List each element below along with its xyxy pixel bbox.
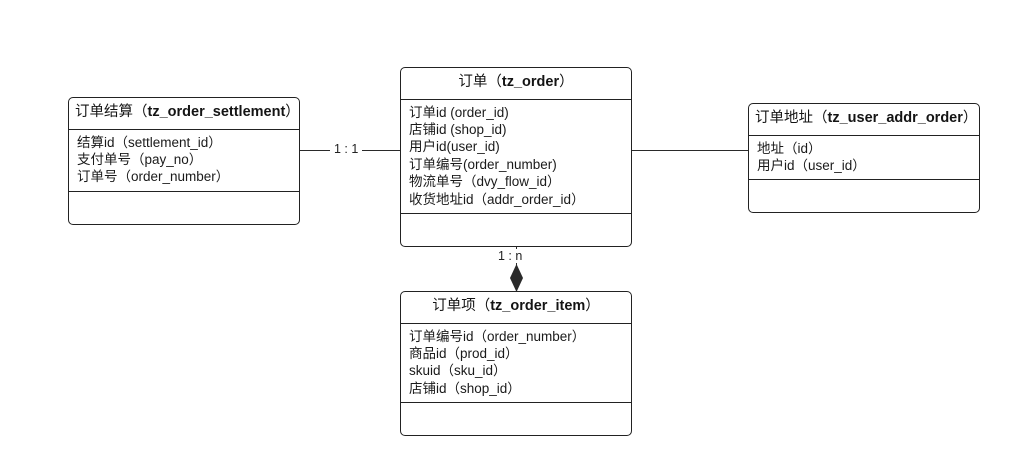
attribute-row: 订单编号id（order_number） bbox=[409, 328, 586, 344]
attribute-row: 店铺id (shop_id) bbox=[409, 121, 507, 137]
entity-title-cn: 订单地址 bbox=[755, 110, 813, 126]
attribute-row: 店铺id（shop_id） bbox=[409, 380, 521, 396]
entity-title-cn: 订单 bbox=[458, 74, 488, 90]
entity-title-table: tz_user_addr_order bbox=[827, 110, 963, 126]
entity-title-paren-close: ） bbox=[962, 110, 978, 126]
entity-title-paren-close: ） bbox=[559, 74, 574, 90]
attribute-row: 订单id (order_id) bbox=[409, 104, 509, 120]
entity-tz-user-addr-order[interactable]: 订单地址（tz_user_addr_order） 地址（id） 用户id（use… bbox=[748, 103, 980, 214]
entity-title-paren-open: （ bbox=[475, 298, 491, 314]
entity-title-paren-open: （ bbox=[813, 110, 828, 126]
entity-title-paren-open: （ bbox=[133, 104, 148, 120]
attribute-row: 结算id（settlement_id） bbox=[77, 134, 222, 150]
entity-title-cn: 订单项 bbox=[432, 298, 476, 314]
entity-tz-order-item[interactable]: 订单项（tz_order_item） 订单编号id（order_number） … bbox=[400, 291, 632, 437]
attribute-row: 地址（id） bbox=[757, 140, 822, 156]
entity-attributes-tz-order: 订单id (order_id) 店铺id (shop_id) 用户id(user… bbox=[401, 100, 631, 214]
entity-title-tz-order: 订单（tz_order） bbox=[401, 68, 631, 100]
entity-footer-tz-order bbox=[401, 214, 631, 246]
entity-title-paren-close: ） bbox=[285, 104, 300, 120]
entity-footer-tz-order-item bbox=[401, 403, 631, 435]
entity-title-cn: 订单结算 bbox=[75, 104, 133, 120]
attribute-row: 用户id（user_id） bbox=[757, 157, 866, 173]
attribute-row: 订单号（order_number） bbox=[77, 169, 230, 185]
attribute-row: 商品id（prod_id） bbox=[409, 345, 519, 361]
entity-title-tz-user-addr-order: 订单地址（tz_user_addr_order） bbox=[749, 104, 979, 136]
entity-title-paren-open: （ bbox=[487, 74, 502, 90]
cardinality-label-order-item: 1 : n bbox=[494, 249, 527, 263]
entity-tz-order[interactable]: 订单（tz_order） 订单id (order_id) 店铺id (shop_… bbox=[400, 67, 632, 247]
attribute-row: 用户id(user_id) bbox=[409, 139, 500, 155]
attribute-row: 物流单号（dvy_flow_id） bbox=[409, 174, 561, 190]
entity-title-tz-order-settlement: 订单结算（tz_order_settlement） bbox=[69, 98, 299, 130]
attribute-row: 支付单号（pay_no） bbox=[77, 151, 203, 167]
connector-order-address bbox=[632, 150, 748, 151]
entity-title-table: tz_order bbox=[501, 74, 560, 90]
entity-title-paren-close: ） bbox=[585, 298, 600, 314]
attribute-row: 收货地址id（addr_order_id） bbox=[409, 191, 585, 207]
entity-tz-order-settlement[interactable]: 订单结算（tz_order_settlement） 结算id（settlemen… bbox=[68, 97, 300, 225]
attribute-row: skuid（sku_id） bbox=[409, 363, 507, 379]
entity-title-tz-order-item: 订单项（tz_order_item） bbox=[401, 292, 631, 324]
entity-footer-tz-order-settlement bbox=[69, 192, 299, 224]
entity-attributes-tz-order-settlement: 结算id（settlement_id） 支付单号（pay_no） 订单号（ord… bbox=[69, 130, 299, 192]
entity-title-table: tz_order_settlement bbox=[147, 104, 286, 120]
filled-diamond-marker bbox=[508, 264, 525, 292]
attribute-row: 订单编号(order_number) bbox=[409, 156, 557, 172]
entity-title-table: tz_order_item bbox=[490, 298, 586, 314]
entity-attributes-tz-order-item: 订单编号id（order_number） 商品id（prod_id） skuid… bbox=[401, 324, 631, 404]
entity-footer-tz-user-addr-order bbox=[749, 180, 979, 212]
cardinality-label-settlement-order: 1 : 1 bbox=[330, 142, 363, 156]
entity-attributes-tz-user-addr-order: 地址（id） 用户id（user_id） bbox=[749, 136, 979, 181]
